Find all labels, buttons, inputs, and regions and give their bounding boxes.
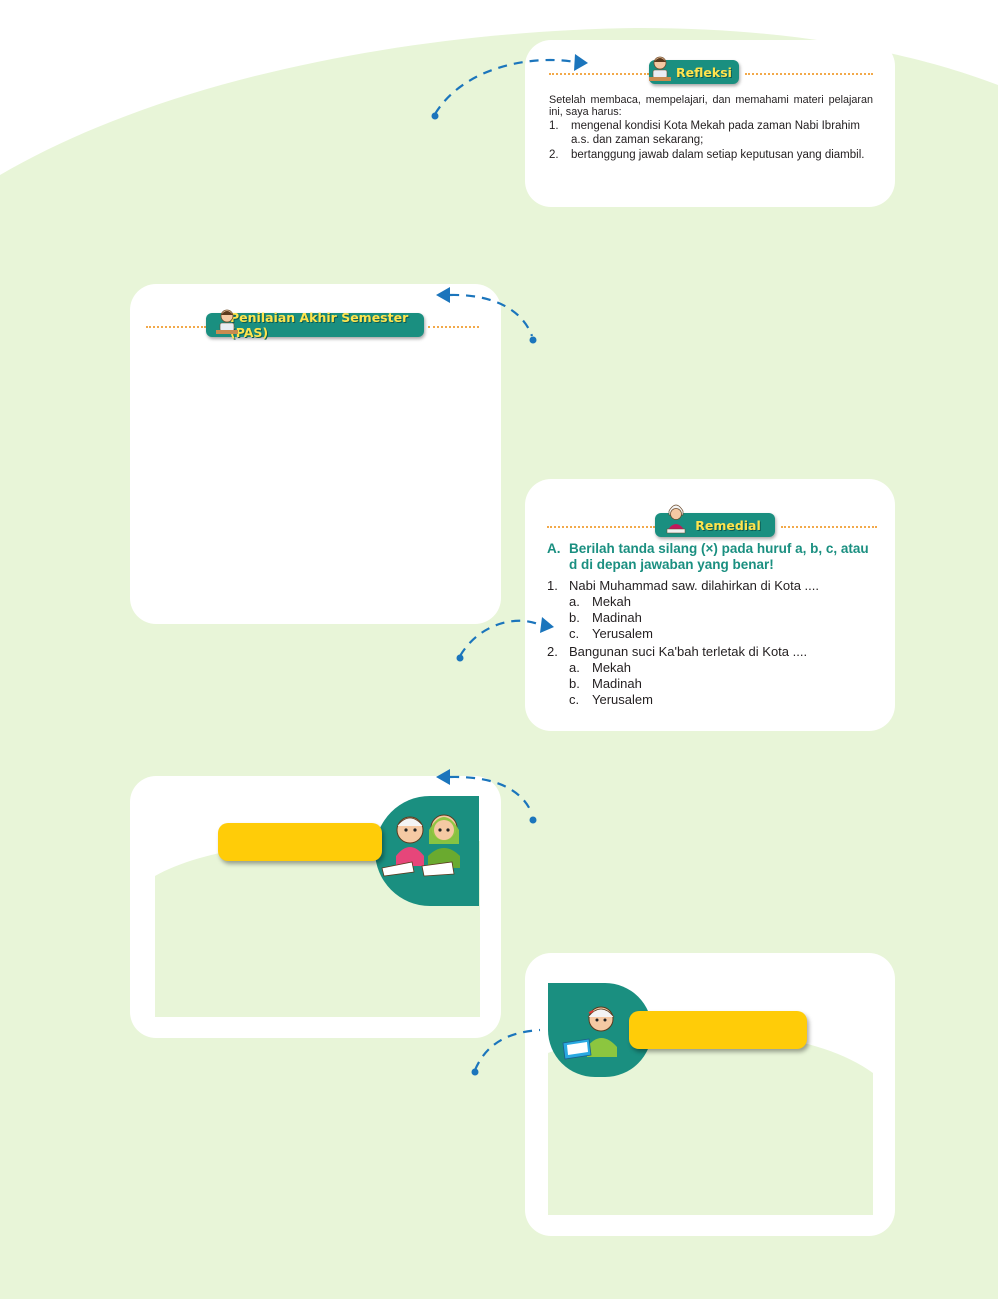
title-bar	[629, 1011, 807, 1049]
pas-badge: Penilaian Akhir Semester (PAS)	[206, 309, 424, 340]
illustration-circle	[375, 796, 479, 906]
student-writing-icon	[647, 54, 673, 89]
remedial-badge: Remedial	[655, 504, 775, 537]
student-writing-icon	[214, 307, 240, 342]
option-letter: a.	[569, 660, 580, 675]
refleksi-header: Refleksi	[525, 56, 895, 88]
divider	[146, 326, 206, 328]
question: 2. Bangunan suci Ka'bah terletak di Kota…	[547, 644, 879, 660]
option-text: Yerusalem	[592, 626, 653, 641]
divider	[781, 526, 877, 528]
instruction-text: Berilah tanda silang (×) pada huruf a, b…	[569, 541, 869, 572]
answer-option[interactable]: a. Mekah	[547, 594, 879, 610]
option-letter: c.	[569, 626, 580, 641]
pas-title: Penilaian Akhir Semester (PAS)	[230, 310, 409, 340]
question-number: 1.	[547, 578, 558, 593]
option-letter: b.	[569, 610, 580, 625]
question-number: 2.	[547, 644, 558, 659]
reading-card	[525, 953, 895, 1236]
item-number: 1.	[549, 120, 559, 132]
option-text: Mekah	[592, 660, 632, 675]
title-bar	[218, 823, 382, 861]
answer-option[interactable]: a. Mekah	[547, 660, 879, 676]
dashed-arrow	[456, 617, 554, 662]
dashed-arrow	[436, 287, 537, 344]
dashed-arrow	[431, 54, 588, 120]
divider	[428, 326, 479, 328]
dashed-arrow	[471, 1028, 541, 1076]
remedial-header: Remedial	[525, 504, 895, 541]
refleksi-badge: Refleksi	[649, 56, 739, 84]
divider	[549, 73, 649, 75]
student-studying-icon	[663, 501, 689, 540]
child-reading-book-icon	[562, 1006, 617, 1060]
answer-option[interactable]: b. Madinah	[547, 610, 879, 626]
question-text: Bangunan suci Ka'bah terletak di Kota ..…	[569, 644, 808, 659]
divider	[547, 526, 655, 528]
item-number: 2.	[549, 149, 559, 161]
question: 1. Nabi Muhammad saw. dilahirkan di Kota…	[547, 578, 879, 594]
option-letter: c.	[569, 692, 580, 707]
refleksi-title: Refleksi	[676, 64, 732, 80]
enrichment-card	[130, 776, 501, 1038]
pas-header: Penilaian Akhir Semester (PAS)	[130, 309, 501, 341]
list-item: 1. mengenal kondisi Kota Mekah pada zama…	[549, 120, 873, 147]
section-letter: A.	[547, 541, 561, 556]
refleksi-list: 1. mengenal kondisi Kota Mekah pada zama…	[549, 120, 873, 163]
two-children-reading-icon	[381, 814, 460, 877]
instruction: A. Berilah tanda silang (×) pada huruf a…	[547, 541, 879, 573]
pas-card: Penilaian Akhir Semester (PAS)	[130, 284, 501, 624]
option-letter: b.	[569, 676, 580, 691]
remedial-card: Remedial A. Berilah tanda silang (×) pad…	[525, 479, 895, 731]
option-text: Madinah	[592, 610, 642, 625]
remedial-title: Remedial	[695, 517, 761, 533]
question-text: Nabi Muhammad saw. dilahirkan di Kota ..…	[569, 578, 820, 593]
list-item: 2. bertanggung jawab dalam setiap keputu…	[549, 149, 873, 163]
option-text: Mekah	[592, 594, 632, 609]
inner-panel	[548, 1030, 873, 1215]
item-text: bertanggung jawab dalam setiap keputusan…	[571, 149, 865, 161]
answer-option[interactable]: b. Madinah	[547, 676, 879, 692]
refleksi-intro: Setelah membaca, mempelajari, dan memaha…	[549, 94, 873, 118]
item-text: mengenal kondisi Kota Mekah pada zaman N…	[571, 120, 860, 146]
option-text: Yerusalem	[592, 692, 653, 707]
option-text: Madinah	[592, 676, 642, 691]
refleksi-body: Setelah membaca, mempelajari, dan memaha…	[549, 94, 873, 165]
option-letter: a.	[569, 594, 580, 609]
answer-option[interactable]: c. Yerusalem	[547, 692, 879, 708]
remedial-body: A. Berilah tanda silang (×) pada huruf a…	[547, 541, 879, 708]
answer-option[interactable]: c. Yerusalem	[547, 626, 879, 642]
refleksi-card: Refleksi Setelah membaca, mempelajari, d…	[525, 40, 895, 207]
divider	[745, 73, 873, 75]
dashed-arrow	[436, 769, 537, 824]
